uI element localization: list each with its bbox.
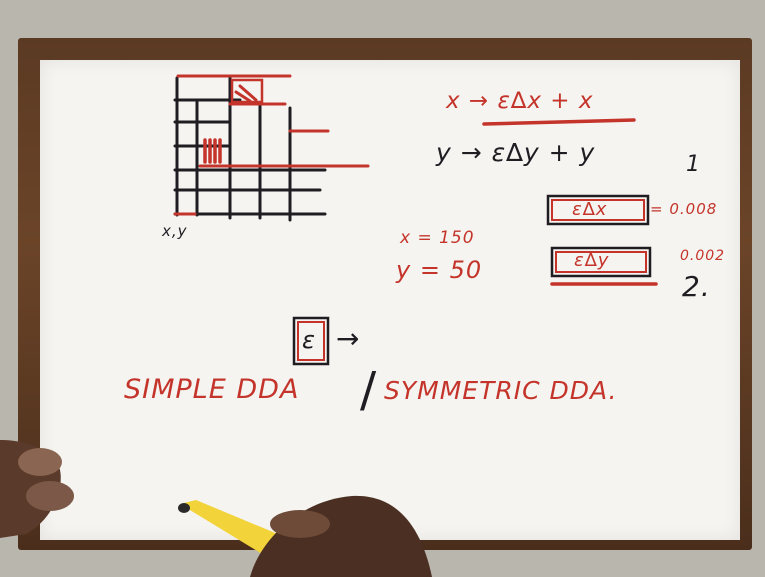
value-dx: = 0.008: [650, 200, 718, 218]
grid-origin-label: x,y: [162, 222, 188, 240]
title-separator: /: [360, 362, 378, 418]
box-dx-label: ε∆x: [572, 199, 608, 220]
x-value: x = 150: [400, 228, 475, 248]
value-dy: 0.002: [680, 248, 726, 264]
whiteboard: [40, 60, 740, 540]
formula-x: x → ε∆x + x: [446, 88, 594, 114]
title-symmetric-dda: SYMMETRIC DDA.: [384, 376, 618, 405]
formula-y: y → ε∆y + y: [436, 138, 596, 167]
epsilon-arrow: →: [336, 322, 361, 355]
y-value: y = 50: [396, 256, 483, 284]
title-simple-dda: SIMPLE DDA: [124, 374, 300, 405]
note-two: 2.: [682, 270, 711, 303]
epsilon-symbol: ε: [302, 326, 316, 354]
box-dy-label: ε∆y: [574, 250, 610, 271]
note-one: 1: [686, 152, 701, 177]
right-hand: [250, 495, 432, 577]
